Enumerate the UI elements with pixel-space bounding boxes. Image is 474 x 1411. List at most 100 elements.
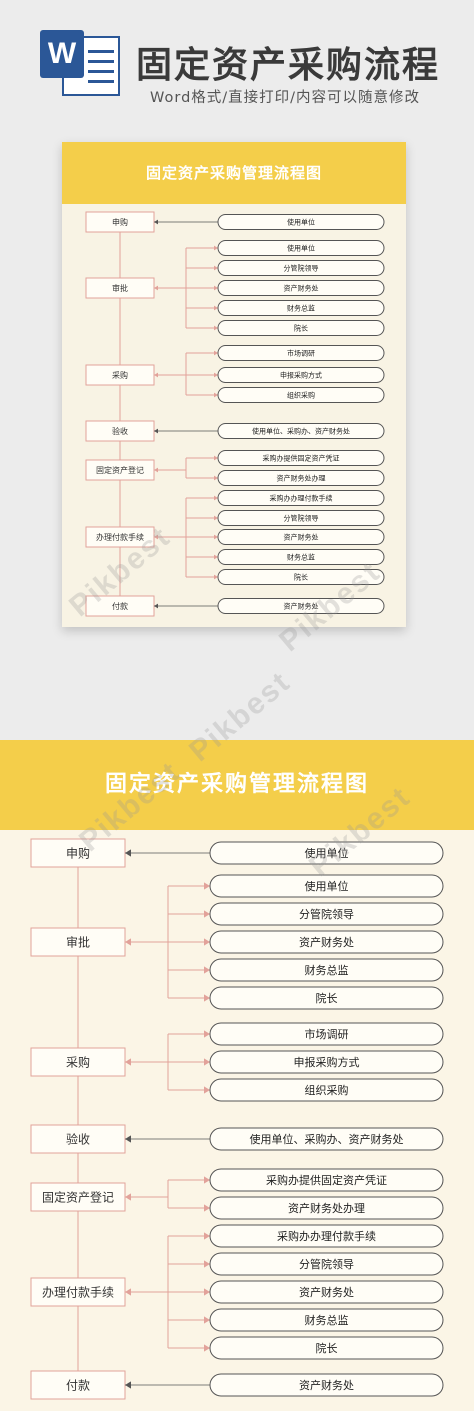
step-item-pill xyxy=(217,510,385,526)
step-label: 办理付款手续 xyxy=(96,532,144,542)
arrow-head xyxy=(214,495,218,501)
step-label: 采购 xyxy=(66,1054,90,1069)
step-item-label: 组织采购 xyxy=(287,391,315,400)
step-label: 申购 xyxy=(66,845,90,860)
flowchart-title: 固定资产采购管理流程图 xyxy=(0,740,474,830)
step-item-pill xyxy=(217,529,385,545)
step-item-label: 组织采购 xyxy=(305,1083,349,1097)
step-item-label: 资产财务处 xyxy=(284,533,319,542)
step-label: 验收 xyxy=(112,426,128,436)
step-item-label: 院长 xyxy=(294,324,308,333)
arrow-head xyxy=(204,910,210,918)
step-item-label: 资产财务处 xyxy=(299,1378,354,1392)
step-label: 审批 xyxy=(112,283,128,293)
step-item-pill xyxy=(209,958,444,982)
arrow-head xyxy=(214,305,218,311)
arrow-head xyxy=(204,1260,210,1268)
step-item-label: 使用单位 xyxy=(305,879,349,893)
step-item-label: 市场调研 xyxy=(287,349,315,358)
step-item-pill xyxy=(209,1224,444,1248)
arrow-head xyxy=(214,325,218,331)
arrow-head xyxy=(214,515,218,521)
step-item-label: 申报采购方式 xyxy=(294,1055,360,1069)
arrow-head xyxy=(154,372,158,378)
arrow-head xyxy=(154,603,158,609)
arrow-head xyxy=(204,1232,210,1240)
step-item-pill xyxy=(217,240,385,256)
step-item-pill xyxy=(217,549,385,565)
step-item-pill xyxy=(217,320,385,336)
step-item-label: 采购办办理付款手续 xyxy=(270,494,333,503)
step-item-pill xyxy=(217,387,385,403)
step-item-pill xyxy=(209,1050,444,1074)
step-item-pill xyxy=(217,490,385,506)
arrow-head xyxy=(204,1030,210,1038)
step-label: 付款 xyxy=(66,1378,90,1392)
step-label: 固定资产登记 xyxy=(42,1189,114,1204)
step-item-label: 采购办提供固定资产凭证 xyxy=(263,454,340,463)
arrow-head xyxy=(214,285,218,291)
step-item-label: 分管院领导 xyxy=(284,514,319,523)
step-item-pill xyxy=(209,1022,444,1046)
flowchart-panel: 固定资产采购管理流程图 申购使用单位审批使用单位分管院领导资产财务处财务总监院长… xyxy=(0,740,474,1411)
step-item-pill xyxy=(217,260,385,276)
arrow-head xyxy=(154,219,158,225)
arrow-head xyxy=(125,1381,131,1389)
step-item-pill xyxy=(217,345,385,361)
step-item-label: 院长 xyxy=(316,1341,338,1355)
step-box xyxy=(30,1277,126,1307)
step-item-label: 财务总监 xyxy=(287,304,315,313)
arrow-head xyxy=(214,574,218,580)
step-item-label: 分管院领导 xyxy=(299,1257,354,1271)
step-item-pill xyxy=(209,874,444,898)
step-box xyxy=(30,927,126,957)
step-item-pill xyxy=(209,841,444,865)
arrow-head xyxy=(204,1344,210,1352)
arrow-head xyxy=(214,554,218,560)
step-item-label: 院长 xyxy=(316,991,338,1005)
step-item-label: 资产财务处办理 xyxy=(288,1201,365,1215)
arrow-head xyxy=(204,882,210,890)
step-item-label: 资产财务处办理 xyxy=(277,474,326,483)
step-item-pill xyxy=(209,902,444,926)
step-item-label: 财务总监 xyxy=(305,1313,349,1327)
step-item-pill xyxy=(217,214,385,230)
step-item-pill xyxy=(217,470,385,486)
step-item-label: 市场调研 xyxy=(305,1027,349,1041)
step-item-label: 资产财务处 xyxy=(299,1285,354,1299)
step-item-label: 分管院领导 xyxy=(284,264,319,273)
word-icon: W xyxy=(40,30,122,96)
step-item-pill xyxy=(209,1280,444,1304)
arrow-head xyxy=(214,245,218,251)
step-label: 办理付款手续 xyxy=(42,1284,114,1299)
step-box xyxy=(30,1124,126,1154)
arrow-head xyxy=(204,1288,210,1296)
step-item-pill xyxy=(209,1308,444,1332)
step-item-pill xyxy=(209,1168,444,1192)
arrow-head xyxy=(204,1204,210,1212)
arrow-head xyxy=(204,1316,210,1324)
arrow-head xyxy=(204,966,210,974)
arrow-head xyxy=(214,534,218,540)
word-badge: W xyxy=(40,30,84,78)
step-item-pill xyxy=(209,1078,444,1102)
step-item-label: 采购办提供固定资产凭证 xyxy=(266,1173,387,1187)
preview-card: 固定资产采购管理流程图 申购使用单位审批使用单位分管院领导资产财务处财务总监院长… xyxy=(62,142,406,627)
step-item-label: 资产财务处 xyxy=(284,602,319,611)
step-box xyxy=(30,1370,126,1400)
step-item-label: 资产财务处 xyxy=(299,935,354,949)
step-item-pill xyxy=(217,450,385,466)
step-label: 固定资产登记 xyxy=(96,465,144,475)
step-item-label: 院长 xyxy=(294,573,308,582)
step-item-pill xyxy=(209,930,444,954)
arrow-head xyxy=(214,350,218,356)
step-item-pill xyxy=(217,598,385,614)
arrow-head xyxy=(204,938,210,946)
step-item-pill xyxy=(217,367,385,383)
step-item-label: 使用单位、采购办、资产财务处 xyxy=(252,427,350,436)
step-item-pill xyxy=(217,569,385,585)
arrow-head xyxy=(214,392,218,398)
step-item-pill xyxy=(217,300,385,316)
arrow-head xyxy=(154,285,158,291)
step-item-label: 使用单位、采购办、资产财务处 xyxy=(250,1132,404,1146)
